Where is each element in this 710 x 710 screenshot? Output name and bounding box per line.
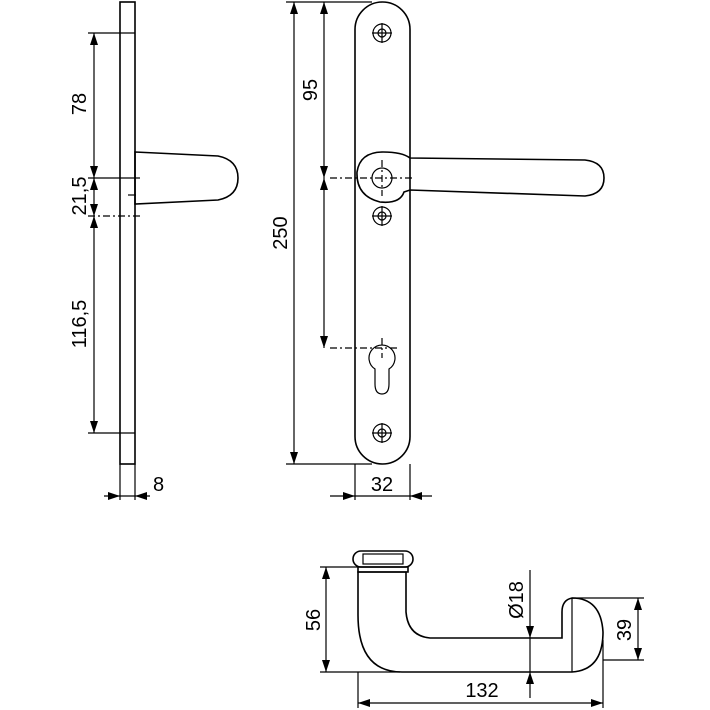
arrowhead [526,672,534,684]
arrowhead [320,178,328,190]
arrowhead [108,492,120,500]
dim-label-lever-diameter: Ø18 [506,581,528,619]
dim-label-front-upper: 95 [300,79,322,101]
screw-hole-middle [372,206,392,226]
dim-label-lever-height: 56 [303,609,325,631]
dim-label-lever-grip: 39 [614,619,636,641]
front-view: 250 95 32 [270,1,605,500]
arrowhead [320,2,328,14]
arrowhead [90,178,98,190]
side-plate [119,1,136,465]
dim-label-side-mid: 21,5 [69,177,91,216]
lever-rosette-base [357,566,409,573]
front-backplate [354,1,411,465]
dim-label-front-width: 32 [371,474,393,496]
arrowhead [135,492,147,500]
arrowhead [343,492,355,500]
arrowhead [526,626,534,638]
arrowhead [322,660,330,672]
dim-label-side-top: 78 [69,93,91,115]
side-view: 78 21,5 116,5 8 [69,1,239,500]
dim-label-front-total: 250 [270,216,292,249]
arrowhead [358,699,370,707]
arrowhead [320,166,328,178]
arrowhead [290,452,298,464]
lever-plan-view: 56 Ø18 39 132 [303,550,644,708]
screw-hole-bottom [372,423,392,443]
dim-label-side-bottom: 116,5 [69,300,91,349]
side-lever-profile [134,151,239,205]
arrowhead [90,33,98,45]
dim-label-lever-length: 132 [465,680,498,702]
arrowhead [290,2,298,14]
arrowhead [634,648,642,660]
keyhole [368,344,396,395]
lever-body [357,571,604,673]
screw-hole-top [372,23,392,43]
arrowhead [90,421,98,433]
front-lever [356,151,605,204]
arrowhead [90,216,98,228]
arrowhead [320,336,328,348]
arrowhead [634,598,642,610]
arrowhead [591,699,603,707]
arrowhead [410,492,422,500]
arrowhead [90,204,98,216]
dim-label-side-thickness: 8 [153,474,164,496]
arrowhead [90,166,98,178]
lever-rosette-inner [362,553,404,565]
arrowhead [322,567,330,579]
